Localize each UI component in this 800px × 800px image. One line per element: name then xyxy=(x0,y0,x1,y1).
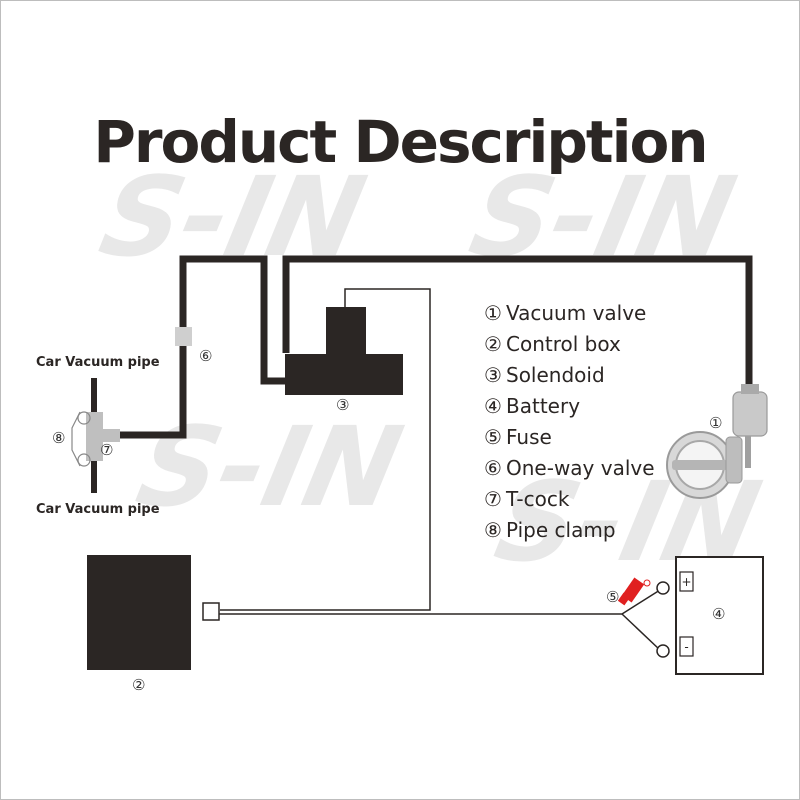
callout-pipe-clamp: ⑧ xyxy=(52,429,66,447)
callout-vacuum-valve: ① xyxy=(709,414,723,432)
legend-label: T-cock xyxy=(506,487,570,511)
legend-label: One-way valve xyxy=(506,456,655,480)
legend-number: ③ xyxy=(484,363,502,387)
negative-wire xyxy=(621,613,661,651)
fuse-shape xyxy=(617,577,651,606)
callout-solenoid: ③ xyxy=(336,396,350,414)
callout-fuse: ⑤ xyxy=(606,588,620,606)
legend-number: ② xyxy=(484,332,502,356)
legend-number: ⑤ xyxy=(484,425,502,449)
callout-control-box: ② xyxy=(132,676,146,694)
legend-number: ④ xyxy=(484,394,502,418)
watermark-text: S-IN xyxy=(127,404,412,532)
battery-minus-sign: - xyxy=(684,640,688,654)
vacuum-hose xyxy=(120,255,753,439)
legend-label: Fuse xyxy=(506,425,552,449)
t-cock-branch xyxy=(98,429,120,442)
legend-label: Solendoid xyxy=(506,363,605,387)
callout-battery: ④ xyxy=(712,605,726,623)
solenoid-shape xyxy=(285,307,403,395)
pipe-clamp-shape xyxy=(71,411,91,467)
page-title: Product Description xyxy=(93,108,708,176)
car-vacuum-pipe-label-bottom: Car Vacuum pipe xyxy=(36,502,160,517)
control-box-shape xyxy=(87,555,191,670)
legend-label: Battery xyxy=(506,394,581,418)
legend-label: Vacuum valve xyxy=(506,301,647,325)
car-vacuum-pipe-label-top: Car Vacuum pipe xyxy=(36,355,160,370)
battery-plus-sign: + xyxy=(681,575,691,589)
legend-label: Control box xyxy=(506,332,621,356)
t-cock-body xyxy=(86,412,103,461)
callout-t-cock: ⑦ xyxy=(100,441,114,459)
legend-label: Pipe clamp xyxy=(506,518,616,542)
battery-plus-pad xyxy=(679,571,694,592)
legend-number: ⑦ xyxy=(484,487,502,511)
callout-one-way-valve: ⑥ xyxy=(199,347,213,365)
one-way-valve-shape xyxy=(175,327,192,346)
connector-plug xyxy=(202,602,220,621)
battery-minus-pad xyxy=(679,636,694,657)
legend-number: ⑥ xyxy=(484,456,502,480)
negative-terminal xyxy=(656,644,670,658)
positive-terminal xyxy=(656,581,670,595)
vacuum-valve-shape xyxy=(666,384,768,499)
control-wire xyxy=(220,288,431,611)
legend-number: ⑧ xyxy=(484,518,502,542)
legend-number: ① xyxy=(484,301,502,325)
